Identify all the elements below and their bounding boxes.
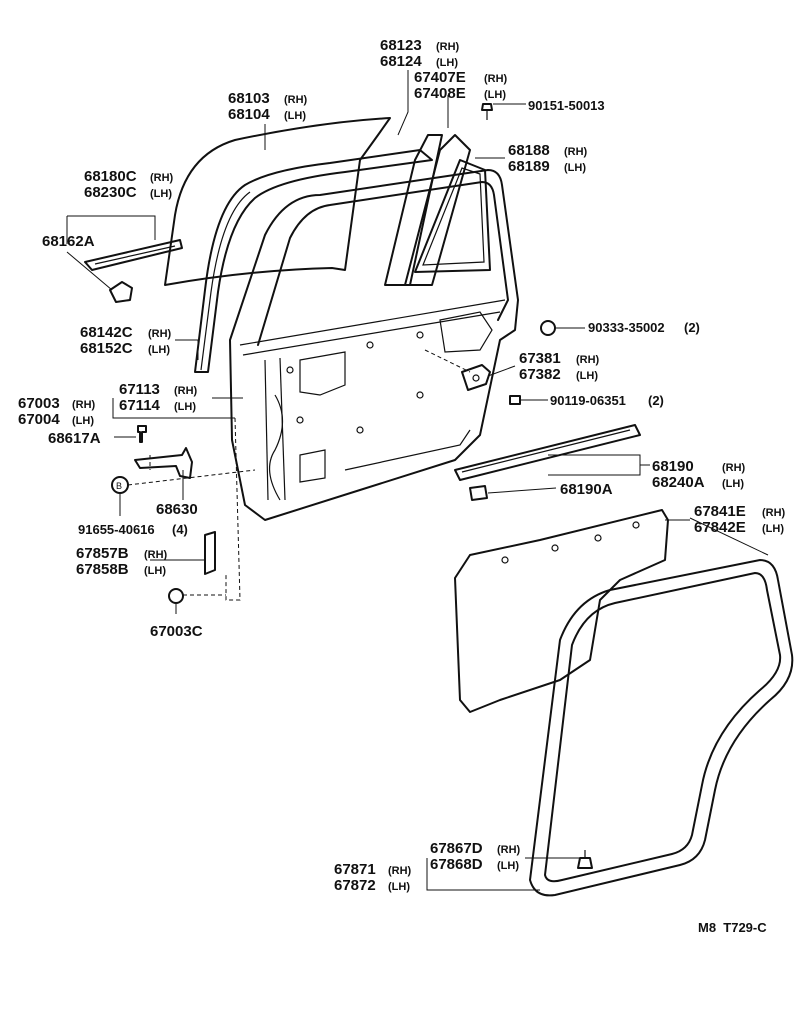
side-68189: (LH) xyxy=(564,162,586,174)
drawing-code: M8 T729-C xyxy=(698,920,767,935)
side-67857b: (RH) xyxy=(144,549,168,561)
label-67113: 67113 xyxy=(119,381,160,398)
label-68188: 68188 xyxy=(508,142,550,159)
svg-text:B: B xyxy=(116,481,122,491)
label-67381: 67381 xyxy=(519,350,561,367)
label-67858b: 67858B xyxy=(76,561,129,578)
label-67868d: 67868D xyxy=(430,856,483,873)
label-68162a: 68162A xyxy=(42,233,95,250)
label-67857b: 67857B xyxy=(76,545,129,562)
door-check xyxy=(461,364,491,391)
label-68189: 68189 xyxy=(508,158,550,175)
side-67114: (LH) xyxy=(174,401,196,413)
label-91655-40616: 91655-40616 xyxy=(78,522,155,537)
label-67841e: 67841E xyxy=(694,503,746,520)
side-67842e: (LH) xyxy=(762,523,784,535)
side-68123: (RH) xyxy=(436,41,460,53)
qty-91655-40616: (4) xyxy=(172,522,188,537)
side-68152c: (LH) xyxy=(148,344,170,356)
side-67858b: (LH) xyxy=(144,565,166,577)
label-68104: 68104 xyxy=(228,106,270,123)
label-68230c: 68230C xyxy=(84,184,137,201)
label-67842e: 67842E xyxy=(694,519,746,536)
label-67867d: 67867D xyxy=(430,840,483,857)
label-67114: 67114 xyxy=(119,397,161,414)
side-67871: (RH) xyxy=(388,865,412,877)
label-67872: 67872 xyxy=(334,877,376,894)
label-67003: 67003 xyxy=(18,395,60,412)
side-67408e: (LH) xyxy=(484,89,506,101)
side-67872: (LH) xyxy=(388,881,410,893)
door-glass xyxy=(164,117,391,286)
label-67407e: 67407E xyxy=(414,69,466,86)
door-hinge xyxy=(134,447,193,479)
label-68190a: 68190A xyxy=(560,481,613,498)
door-frame xyxy=(229,169,519,521)
label-68630: 68630 xyxy=(156,501,198,518)
label-68124: 68124 xyxy=(380,53,422,70)
service-hole-cover xyxy=(454,509,669,713)
side-68103: (RH) xyxy=(284,94,308,106)
label-67004: 67004 xyxy=(18,411,60,428)
qty-90119-06351: (2) xyxy=(648,393,664,408)
side-67868d: (LH) xyxy=(497,860,519,872)
bolt-68617a xyxy=(137,425,147,443)
qty-90333-35002: (2) xyxy=(684,320,700,335)
door-weatherstrip xyxy=(529,559,794,897)
label-68190: 68190 xyxy=(652,458,694,475)
label-68142c: 68142C xyxy=(80,324,133,341)
side-68180c: (RH) xyxy=(150,172,174,184)
label-90151-50013: 90151-50013 xyxy=(528,98,605,113)
side-68142c: (RH) xyxy=(148,328,172,340)
glass-run xyxy=(194,149,433,373)
side-67381: (RH) xyxy=(576,354,600,366)
screw-90119 xyxy=(509,395,521,405)
label-67003c: 67003C xyxy=(150,623,203,640)
label-68180c: 68180C xyxy=(84,168,137,185)
label-68240a: 68240A xyxy=(652,474,705,491)
label-90119-06351: 90119-06351 xyxy=(550,393,626,408)
part-labels: 68123 (RH) 68124 (LH) 68103 (RH) 68104 (… xyxy=(18,37,786,935)
label-68617a: 68617A xyxy=(48,430,101,447)
belt-molding xyxy=(84,239,183,271)
clip-68190a xyxy=(469,485,488,501)
clip-67867d xyxy=(577,850,593,869)
quarter-window-frame xyxy=(384,134,491,286)
screw-90151 xyxy=(481,103,493,120)
plug-67003c xyxy=(168,588,184,604)
side-68230c: (LH) xyxy=(150,188,172,200)
shim-67857b xyxy=(204,531,216,575)
label-67871: 67871 xyxy=(334,861,376,878)
clip-68162a xyxy=(109,281,133,303)
side-68104: (LH) xyxy=(284,110,306,122)
label-67382: 67382 xyxy=(519,366,561,383)
side-67867d: (RH) xyxy=(497,844,521,856)
washer-91655: B xyxy=(111,476,129,494)
side-68124: (LH) xyxy=(436,57,458,69)
side-67004: (LH) xyxy=(72,415,94,427)
label-90333-35002: 90333-35002 xyxy=(588,320,665,335)
side-68240a: (LH) xyxy=(722,478,744,490)
label-67408e: 67408E xyxy=(414,85,466,102)
side-67407e: (RH) xyxy=(484,73,508,85)
leader-lines xyxy=(66,70,769,891)
label-68103: 68103 xyxy=(228,90,270,107)
side-67841e: (RH) xyxy=(762,507,786,519)
clip-90333 xyxy=(540,320,556,336)
label-68152c: 68152C xyxy=(80,340,133,357)
inner-weatherstrip xyxy=(454,424,641,481)
label-68123: 68123 xyxy=(380,37,422,54)
side-68190: (RH) xyxy=(722,462,746,474)
side-67382: (LH) xyxy=(576,370,598,382)
side-67003: (RH) xyxy=(72,399,96,411)
side-67113: (RH) xyxy=(174,385,198,397)
side-68188: (RH) xyxy=(564,146,588,158)
